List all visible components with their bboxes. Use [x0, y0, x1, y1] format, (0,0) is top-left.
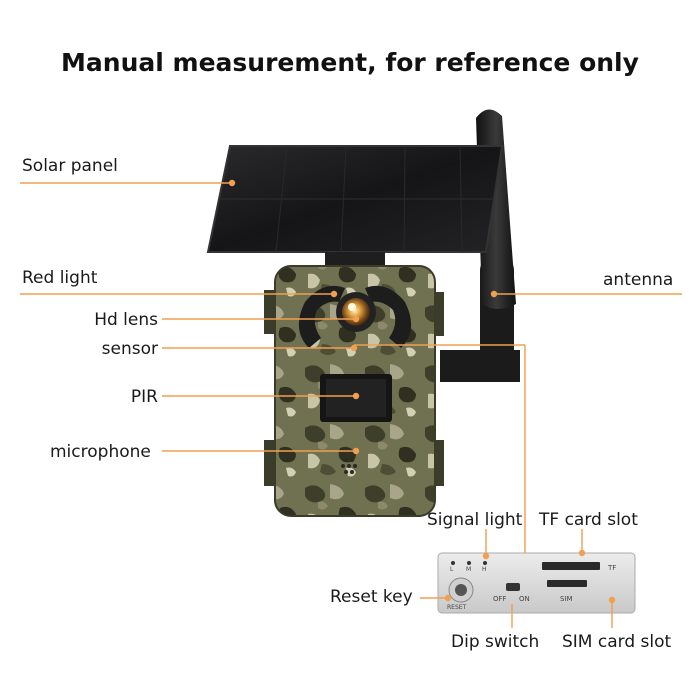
label-tf-card-slot: TF card slot	[539, 510, 638, 530]
label-sim-card-slot: SIM card slot	[562, 632, 672, 652]
label-dip-switch: Dip switch	[451, 632, 540, 652]
control-panel-illustration	[437, 552, 636, 614]
panel-led-m: M	[466, 566, 471, 573]
label-signal-light: Signal light	[427, 510, 523, 530]
panel-on-text: ON	[519, 595, 530, 603]
panel-off-text: OFF	[493, 595, 507, 603]
label-hd-lens: Hd lens	[94, 310, 158, 330]
camera-body	[264, 265, 444, 517]
panel-tf-text: TF	[607, 564, 616, 572]
solar-panel-illustration	[206, 145, 504, 266]
label-red-light: Red light	[22, 268, 98, 288]
panel-led-h: H	[482, 566, 487, 573]
label-sensor: sensor	[101, 339, 158, 359]
label-microphone: microphone	[50, 442, 151, 462]
label-pir: PIR	[130, 387, 158, 407]
leader-lines	[20, 179, 682, 628]
panel-led-l: L	[450, 566, 454, 573]
label-solar-panel: Solar panel	[22, 156, 118, 176]
page-title: Manual measurement, for reference only	[61, 48, 639, 77]
label-antenna: antenna	[603, 270, 674, 290]
label-reset-key: Reset key	[330, 587, 413, 607]
panel-reset-text: RESET	[447, 604, 467, 611]
panel-sim-text: SIM	[560, 595, 573, 603]
